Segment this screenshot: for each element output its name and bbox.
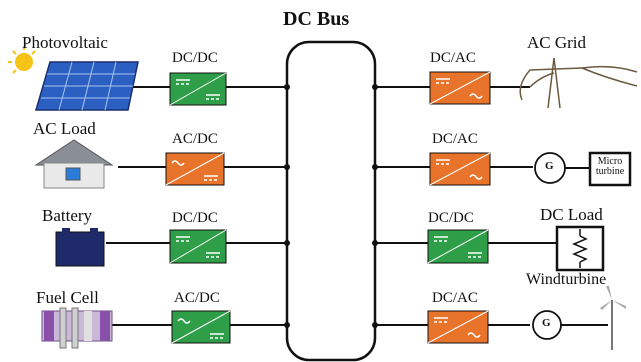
converter-left-4: [171, 310, 231, 344]
converter-left-2: [165, 152, 225, 186]
house-icon: [34, 139, 114, 189]
converter-right-4: [427, 310, 489, 344]
fuel-cell-icon: [41, 307, 113, 349]
converter-right-1: [429, 71, 491, 105]
label-ac-load: AC Load: [33, 119, 96, 138]
label-converter-right-4: DC/AC: [432, 290, 478, 306]
converter-right-2: [429, 152, 491, 186]
wind-turbine-icon: [532, 286, 626, 350]
solar-panel-icon: [8, 46, 139, 111]
label-converter-left-1: DC/DC: [172, 50, 218, 66]
label-converter-right-3: DC/DC: [428, 210, 474, 226]
converter-right-3: [427, 229, 489, 264]
generator-icon: [534, 151, 632, 187]
power-tower-icon: [519, 57, 638, 109]
label-converter-right-1: DC/AC: [430, 50, 476, 66]
label-converter-left-2: AC/DC: [172, 131, 218, 147]
label-dc-load: DC Load: [540, 205, 603, 224]
battery-icon: [55, 228, 105, 267]
label-windturbine: Windturbine: [526, 271, 607, 288]
generator-g-2: G: [542, 317, 551, 329]
label-converter-right-2: DC/AC: [432, 131, 478, 147]
label-converter-left-4: AC/DC: [174, 290, 220, 306]
junction-dots: [284, 84, 378, 328]
converter-left-1: [169, 72, 227, 106]
resistor-icon: [555, 225, 605, 272]
label-fuel-cell: Fuel Cell: [36, 288, 99, 307]
generator-g-1: G: [545, 160, 554, 172]
converter-left-3: [169, 229, 227, 264]
label-converter-left-3: DC/DC: [172, 210, 218, 226]
diagram-title: DC Bus: [283, 8, 350, 30]
label-photovoltaic: Photovoltaic: [22, 33, 108, 52]
label-battery: Battery: [42, 206, 93, 225]
dc-bus: [285, 40, 377, 362]
label-ac-grid: AC Grid: [527, 33, 587, 52]
